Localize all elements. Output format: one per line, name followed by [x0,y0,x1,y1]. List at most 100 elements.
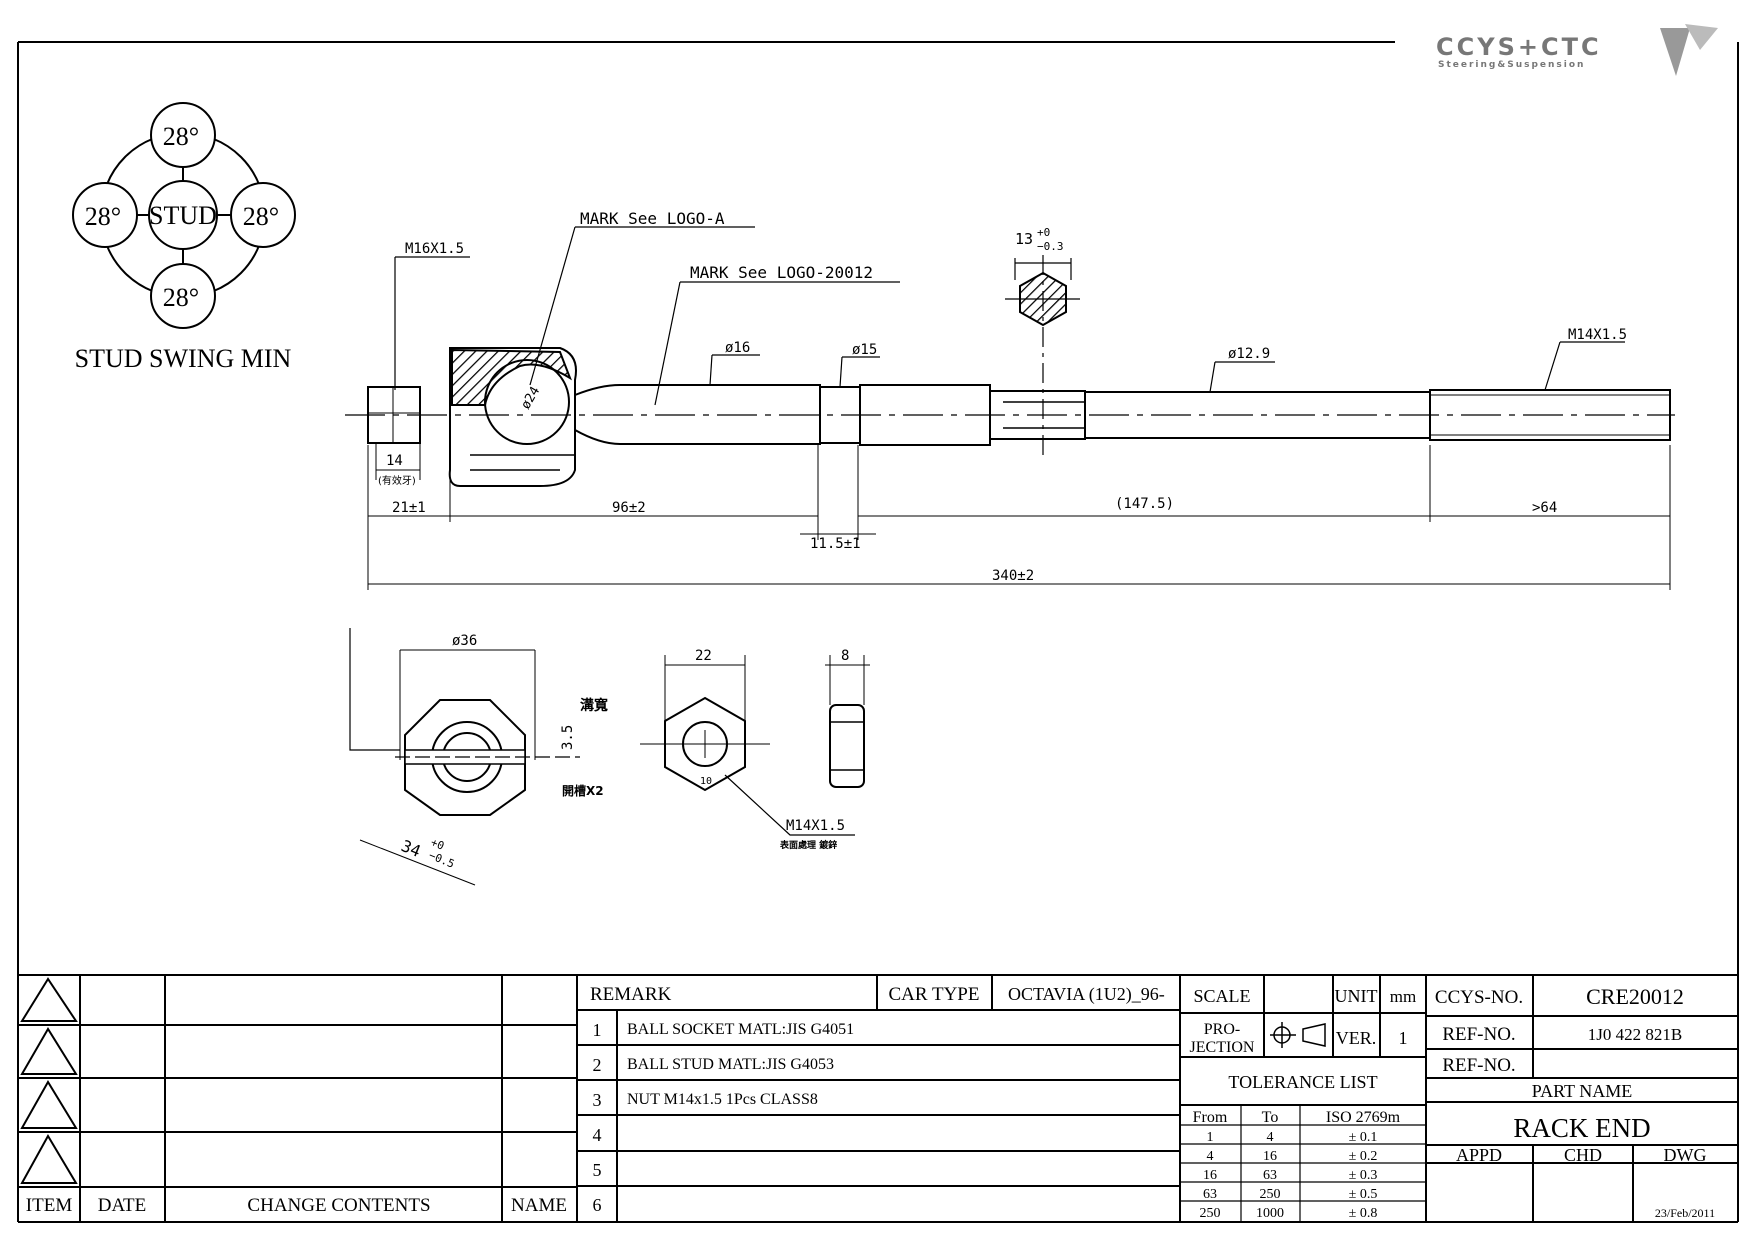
logo-name: CCYS+CTC [1436,33,1602,61]
dia129-label: ø12.9 [1228,346,1270,362]
thread-left-label: M16X1.5 [405,241,464,257]
remark-label: REMARK [590,984,672,1005]
stud-label: STUD [149,201,217,230]
dim-340: 340±2 [992,568,1034,584]
ref-no2-label: REF-NO. [1442,1055,1515,1076]
rack-end-side-view [345,347,1675,487]
slot-value: 3.5 [560,725,576,750]
af-tol-plus: +0 [429,836,446,853]
angle-left-label: 28° [85,202,121,231]
unit-value: mm [1390,987,1416,1006]
dim-64: >64 [1532,500,1557,516]
tol-from-2: 4 [1207,1149,1214,1164]
car-type-value: OCTAVIA (1U2)_96- [1008,984,1165,1005]
drawing-date: 23/Feb/2011 [1655,1206,1715,1220]
len14-note: (有效牙) [378,474,416,487]
dia15-label: ø15 [852,342,877,358]
hex-nut-labels: 22 10 M14X1.5 表面處理 鍍鋅 [695,648,845,851]
projection-symbol-icon [1270,1022,1326,1048]
revision-triangle-icon [20,1133,78,1184]
tol-header-from: From [1193,1109,1228,1126]
right-thread [1429,389,1671,441]
ball-outline [484,359,570,445]
thread-right-label: M14X1.5 [1568,327,1627,343]
across-flats-label: 34 [399,836,424,861]
dia24-label: ø24 [518,384,543,412]
nut-thickness-label: 8 [841,648,849,664]
angle-top-label: 28° [163,122,199,151]
remark-no-1: 1 [593,1020,602,1040]
company-logo: CCYS+CTC Steering&Suspension [1436,24,1718,76]
stud-swing-diagram: STUD 28° 28° 28° 28° STUD SWING MIN [72,102,296,373]
tol-to-5: 1000 [1256,1206,1284,1221]
tol-from-3: 16 [1203,1168,1217,1183]
hex-tol-plus: +0 [1037,226,1050,239]
car-type-label: CAR TYPE [889,984,980,1005]
tol-to-2: 16 [1263,1149,1277,1164]
header-item: ITEM [26,1195,73,1216]
title-block-grid [18,974,1738,1222]
hex-nut-side-view [825,655,870,788]
mark-logo-a: MARK See LOGO-A [580,209,725,228]
dwg-label: DWG [1664,1145,1707,1165]
tol-value-5: ± 0.8 [1349,1206,1378,1221]
logo-mark-secondary-icon [1685,24,1718,50]
remark-no-2: 2 [593,1055,602,1075]
dim-11-5: 11.5±1 [810,536,861,552]
ref-no-label: REF-NO. [1442,1024,1515,1045]
rod-129 [1084,391,1431,439]
scale-label: SCALE [1193,986,1250,1006]
tol-to-4: 250 [1260,1187,1281,1202]
length-dimensions: 21±1 96±2 11.5±1 (147.5) >64 340±2 [367,445,1671,590]
part-name-value: RACK END [1513,1113,1650,1143]
tol-from-1: 1 [1207,1130,1214,1145]
hex-nut-small-label: 10 [700,776,712,787]
ccys-no-label: CCYS-NO. [1435,987,1523,1008]
dim-21: 21±1 [392,500,426,516]
callouts: M16X1.5 MARK See LOGO-A MARK See LOGO-20… [375,209,1627,487]
stud-swing-caption: STUD SWING MIN [75,344,292,373]
hex-width-label: 13 [1015,230,1033,248]
tol-to-3: 63 [1263,1168,1277,1183]
header-date: DATE [98,1195,147,1216]
castle-dia-label: ø36 [452,633,477,649]
hex-nut-front-view [640,655,855,836]
ver-label: VER. [1336,1028,1377,1048]
tol-value-3: ± 0.3 [1349,1168,1378,1183]
dim-147-5: (147.5) [1115,496,1174,512]
ref-no-value: 1J0 422 821B [1588,1025,1682,1044]
dia16-label: ø16 [725,340,750,356]
revision-triangle-icon [20,1080,78,1129]
remark-text-2: BALL STUD MATL:JIS G4053 [627,1056,834,1073]
tol-header-iso: ISO 2769m [1326,1109,1401,1126]
nut-note-label: 表面處理 鍍鋅 [779,839,837,851]
header-name: NAME [511,1195,567,1216]
remark-no-4: 4 [593,1125,602,1145]
appd-label: APPD [1456,1145,1502,1165]
remark-no-6: 6 [593,1195,602,1215]
socket-hatch [451,348,572,406]
hex-cross-section [1005,255,1080,455]
tol-value-1: ± 0.1 [1349,1130,1378,1145]
revision-triangle-icon [20,977,78,1022]
angle-bottom-label: 28° [163,283,199,312]
left-thread-stud [367,386,421,444]
slot-width-label: 溝寬 [580,697,608,714]
castle-nut-view [349,628,580,886]
hex-tol-minus: −0.3 [1037,240,1064,253]
remark-text-3: NUT M14x1.5 1Pcs CLASS8 [627,1091,818,1108]
len14-label: 14 [386,453,403,469]
ver-value: 1 [1399,1028,1408,1048]
remark-no-3: 3 [593,1090,602,1110]
revision-triangles [20,977,78,1184]
mark-logo-20012: MARK See LOGO-20012 [690,263,873,282]
chd-label: CHD [1564,1145,1602,1165]
tol-value-4: ± 0.5 [1349,1187,1378,1202]
dim-96: 96±2 [612,500,646,516]
tol-from-5: 250 [1200,1206,1221,1221]
header-change: CHANGE CONTENTS [247,1195,430,1216]
tol-value-2: ± 0.2 [1349,1149,1378,1164]
logo-tagline: Steering&Suspension [1438,60,1585,70]
tol-header-to: To [1262,1109,1279,1126]
